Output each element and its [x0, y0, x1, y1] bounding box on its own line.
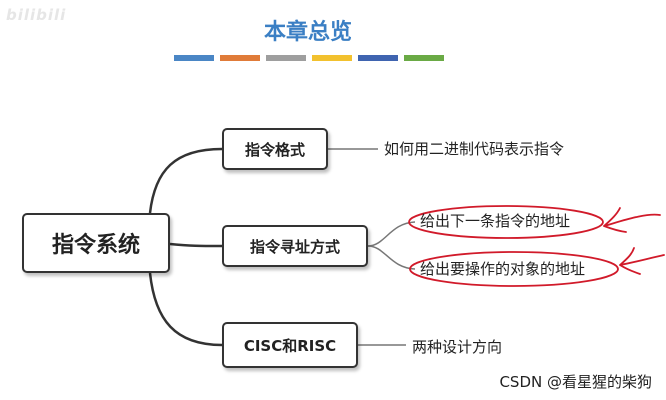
connector-addressing-leaf-2	[367, 245, 416, 270]
arrow-annotation-1	[603, 207, 661, 233]
leaf-next-instruction-address: 给出下一条指令的地址	[420, 212, 571, 230]
branch-node-cisc-risc: CISC和RISC	[222, 322, 358, 368]
root-node: 指令系统	[22, 213, 170, 273]
connector-addressing-leaf-1	[367, 221, 416, 247]
connector-root-to-cisc	[148, 272, 223, 347]
color-strip-segment-2	[220, 55, 260, 61]
connector-root-to-addressing	[169, 242, 223, 248]
csdn-watermark: CSDN @看星猩的柴狗	[499, 373, 652, 391]
leaf-operand-address: 给出要操作的对象的地址	[420, 260, 586, 278]
circle-annotation-1	[408, 205, 604, 239]
bilibili-watermark: bilibili	[6, 6, 67, 24]
color-strip-segment-6	[404, 55, 444, 61]
color-strip-segment-5	[358, 55, 398, 61]
color-strip-segment-1	[174, 55, 214, 61]
branch-node-format: 指令格式	[222, 128, 328, 170]
leaf-format-description: 如何用二进制代码表示指令	[384, 140, 565, 158]
arrow-annotation-2	[619, 247, 665, 275]
branch-node-addressing: 指令寻址方式	[222, 225, 368, 267]
leaf-design-directions: 两种设计方向	[412, 338, 503, 356]
connector-root-to-format	[148, 147, 223, 214]
circle-annotation-2	[409, 251, 619, 287]
color-strip-segment-4	[312, 55, 352, 61]
color-strip-segment-3	[266, 55, 306, 61]
page-title: 本章总览	[263, 20, 352, 45]
